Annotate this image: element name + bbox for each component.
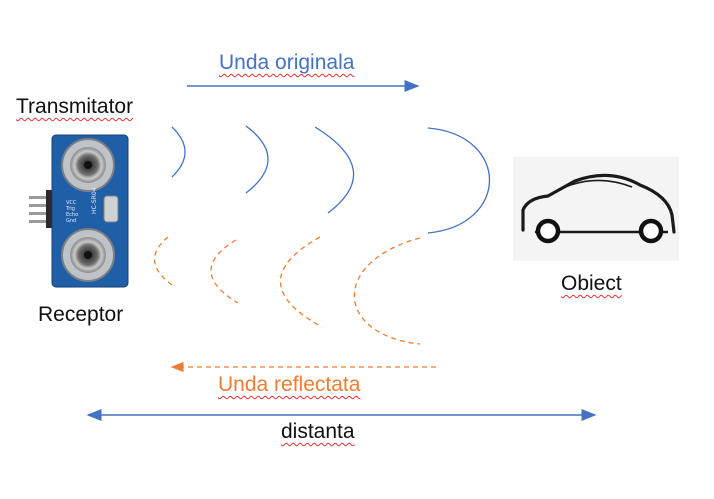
car-icon [513,157,679,261]
reflected-wave-front [353,237,421,345]
crystal-oscillator [103,195,119,223]
sensor-pin-label: Trig [65,206,75,212]
ultrasonic-sensor-image: VCC Trig Echo Gnd HC-SR04 [29,134,129,288]
object-label: Obiect [561,272,622,295]
car-front-wheel [535,218,561,244]
reflected-wave-front [210,239,239,304]
sensor-pin-label: VCC [66,200,77,206]
original-wave-front [245,125,269,194]
reflected-wave-front [153,236,176,288]
reflected-wave-front [280,236,323,328]
sensor-pin-label: Echo [66,212,78,218]
sensor-model-label: HC-SR04 [91,187,98,214]
receiver-label: Receptor [38,303,124,326]
original-wave-front [171,126,186,178]
original-wave-label: Unda originala [219,51,355,74]
original-wave-fronts [171,125,491,234]
reflected-wave-label: Unda reflectata [218,373,361,396]
transmitter-label: Transmitator [16,95,134,118]
original-wave-front [427,127,491,234]
distance-label: distanta [281,420,355,443]
original-wave-front [314,126,355,214]
car-rear-wheel [638,218,664,244]
reflected-wave-fronts [153,236,421,345]
sensor-pin-label: Gnd [66,218,76,224]
